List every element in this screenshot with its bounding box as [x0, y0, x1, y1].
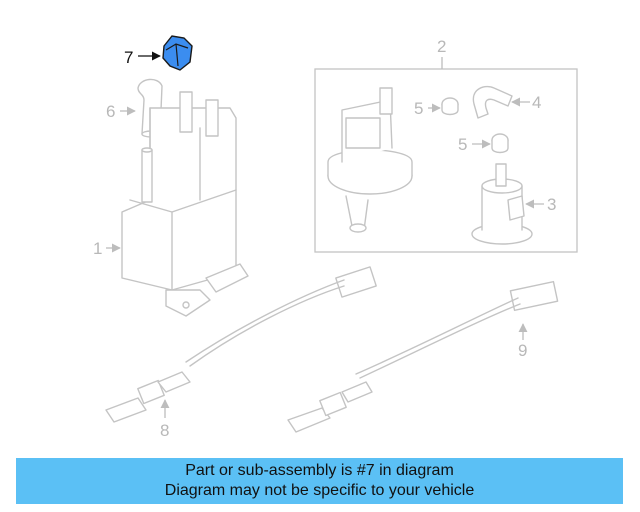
callout-2: 2: [437, 37, 446, 69]
parts-diagram: 7 6 1 2: [93, 35, 578, 440]
callout-5-upper: 5: [414, 99, 441, 118]
svg-text:1: 1: [93, 239, 102, 258]
svg-text:6: 6: [106, 102, 115, 121]
part-8-oxygen-sensor: [105, 266, 377, 423]
svg-text:7: 7: [124, 48, 133, 67]
callout-3: 3: [525, 195, 556, 214]
callout-9: 9: [518, 323, 528, 360]
part-1-canister: [121, 91, 249, 317]
banner-line-1: Part or sub-assembly is #7 in diagram: [185, 462, 454, 479]
svg-text:8: 8: [160, 421, 169, 440]
part-7-cap[interactable]: [162, 35, 193, 71]
svg-text:9: 9: [518, 341, 527, 360]
part-3-valve: [471, 163, 533, 245]
callout-7: 7: [124, 48, 161, 67]
part-2-purge-valve: [327, 87, 413, 233]
callout-6: 6: [106, 102, 136, 121]
callout-8: 8: [160, 399, 170, 440]
svg-text:5: 5: [458, 135, 467, 154]
part-5-clamp-upper: [441, 97, 459, 116]
part-5-clamp-lower: [491, 133, 509, 154]
sub-assembly-2-box: [314, 68, 578, 253]
info-banner: Part or sub-assembly is #7 in diagram Di…: [16, 458, 623, 504]
svg-text:3: 3: [547, 195, 556, 214]
svg-text:4: 4: [532, 93, 541, 112]
part-9-oxygen-sensor: [287, 280, 559, 433]
svg-text:2: 2: [437, 37, 446, 56]
callout-4: 4: [511, 93, 541, 112]
callout-5-lower: 5: [458, 135, 491, 154]
part-4-hose: [472, 85, 513, 119]
svg-text:5: 5: [414, 99, 423, 118]
callout-1: 1: [93, 239, 121, 258]
banner-line-2: Diagram may not be specific to your vehi…: [164, 482, 475, 499]
